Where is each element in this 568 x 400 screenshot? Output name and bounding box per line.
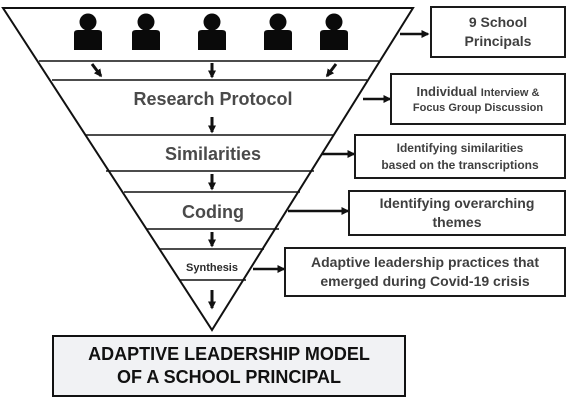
interview-small-2: Focus Group Discussion [412, 101, 544, 114]
interview-main: Individual [416, 83, 481, 99]
interview-small-1: Interview & [480, 86, 540, 99]
arrow-down [90, 63, 103, 78]
principals-box: 9 School Principals [430, 6, 566, 58]
stage-similarities: Similarities [164, 144, 262, 164]
person-icon [74, 13, 102, 50]
identifying-themes-line-2: themes [432, 214, 482, 230]
principals-line-1: 9 School [468, 14, 528, 31]
flow-arrows [90, 63, 338, 310]
person-icon [132, 13, 160, 50]
leadership-model-box: ADAPTIVE LEADERSHIP MODEL OF A SCHOOL PR… [52, 335, 406, 397]
identifying-themes-line-1: Identifying overarching [379, 195, 535, 212]
stage-research-protocol: Research Protocol [133, 89, 293, 109]
practices-box: Adaptive leadership practices that emerg… [284, 247, 566, 297]
person-icon [198, 13, 226, 50]
practices-line-1: Adaptive leadership practices that [311, 254, 539, 271]
identifying-similarities-line-2: based on the transcriptions [381, 157, 539, 172]
arrow-down [325, 63, 338, 78]
person-icon [264, 13, 292, 50]
model-line-2: OF A SCHOOL PRINCIPAL [116, 367, 341, 387]
identifying-similarities-box: Identifying similarities based on the tr… [354, 134, 566, 179]
side-arrows [253, 30, 430, 273]
model-line-1: ADAPTIVE LEADERSHIP MODEL [88, 343, 370, 364]
interview-box: Individual Interview & Focus Group Discu… [390, 73, 566, 125]
person-icons [74, 13, 348, 50]
person-icon [320, 13, 348, 50]
stage-coding: Coding [182, 202, 244, 222]
principals-line-2: Principals [464, 33, 532, 49]
identifying-themes-box: Identifying overarching themes [348, 190, 566, 236]
funnel-triangle [1, 7, 415, 332]
stage-synthesis: Synthesis [186, 262, 238, 274]
identifying-similarities-line-1: Identifying similarities [396, 141, 524, 156]
practices-line-2: emerged during Covid-19 crisis [320, 273, 530, 289]
funnel-band-lines [39, 60, 379, 281]
interview-line-1: Individual Interview & [417, 83, 540, 101]
